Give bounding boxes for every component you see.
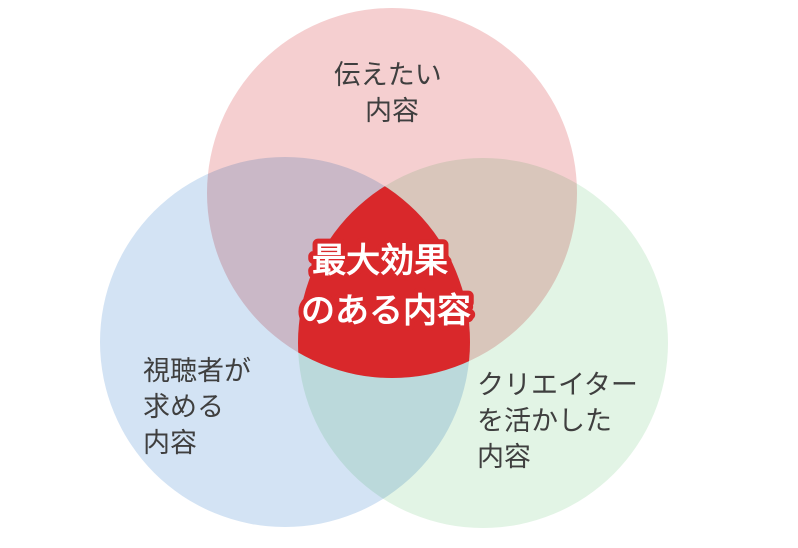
label-left: 視聴者が 求める 内容 — [143, 356, 260, 459]
label-center: 最大効果 のある内容 — [301, 241, 471, 331]
center-intersection — [298, 158, 470, 378]
label-top: 伝えたい 内容 — [334, 60, 451, 127]
label-right: クリエイター を活かした 内容 — [477, 370, 647, 473]
